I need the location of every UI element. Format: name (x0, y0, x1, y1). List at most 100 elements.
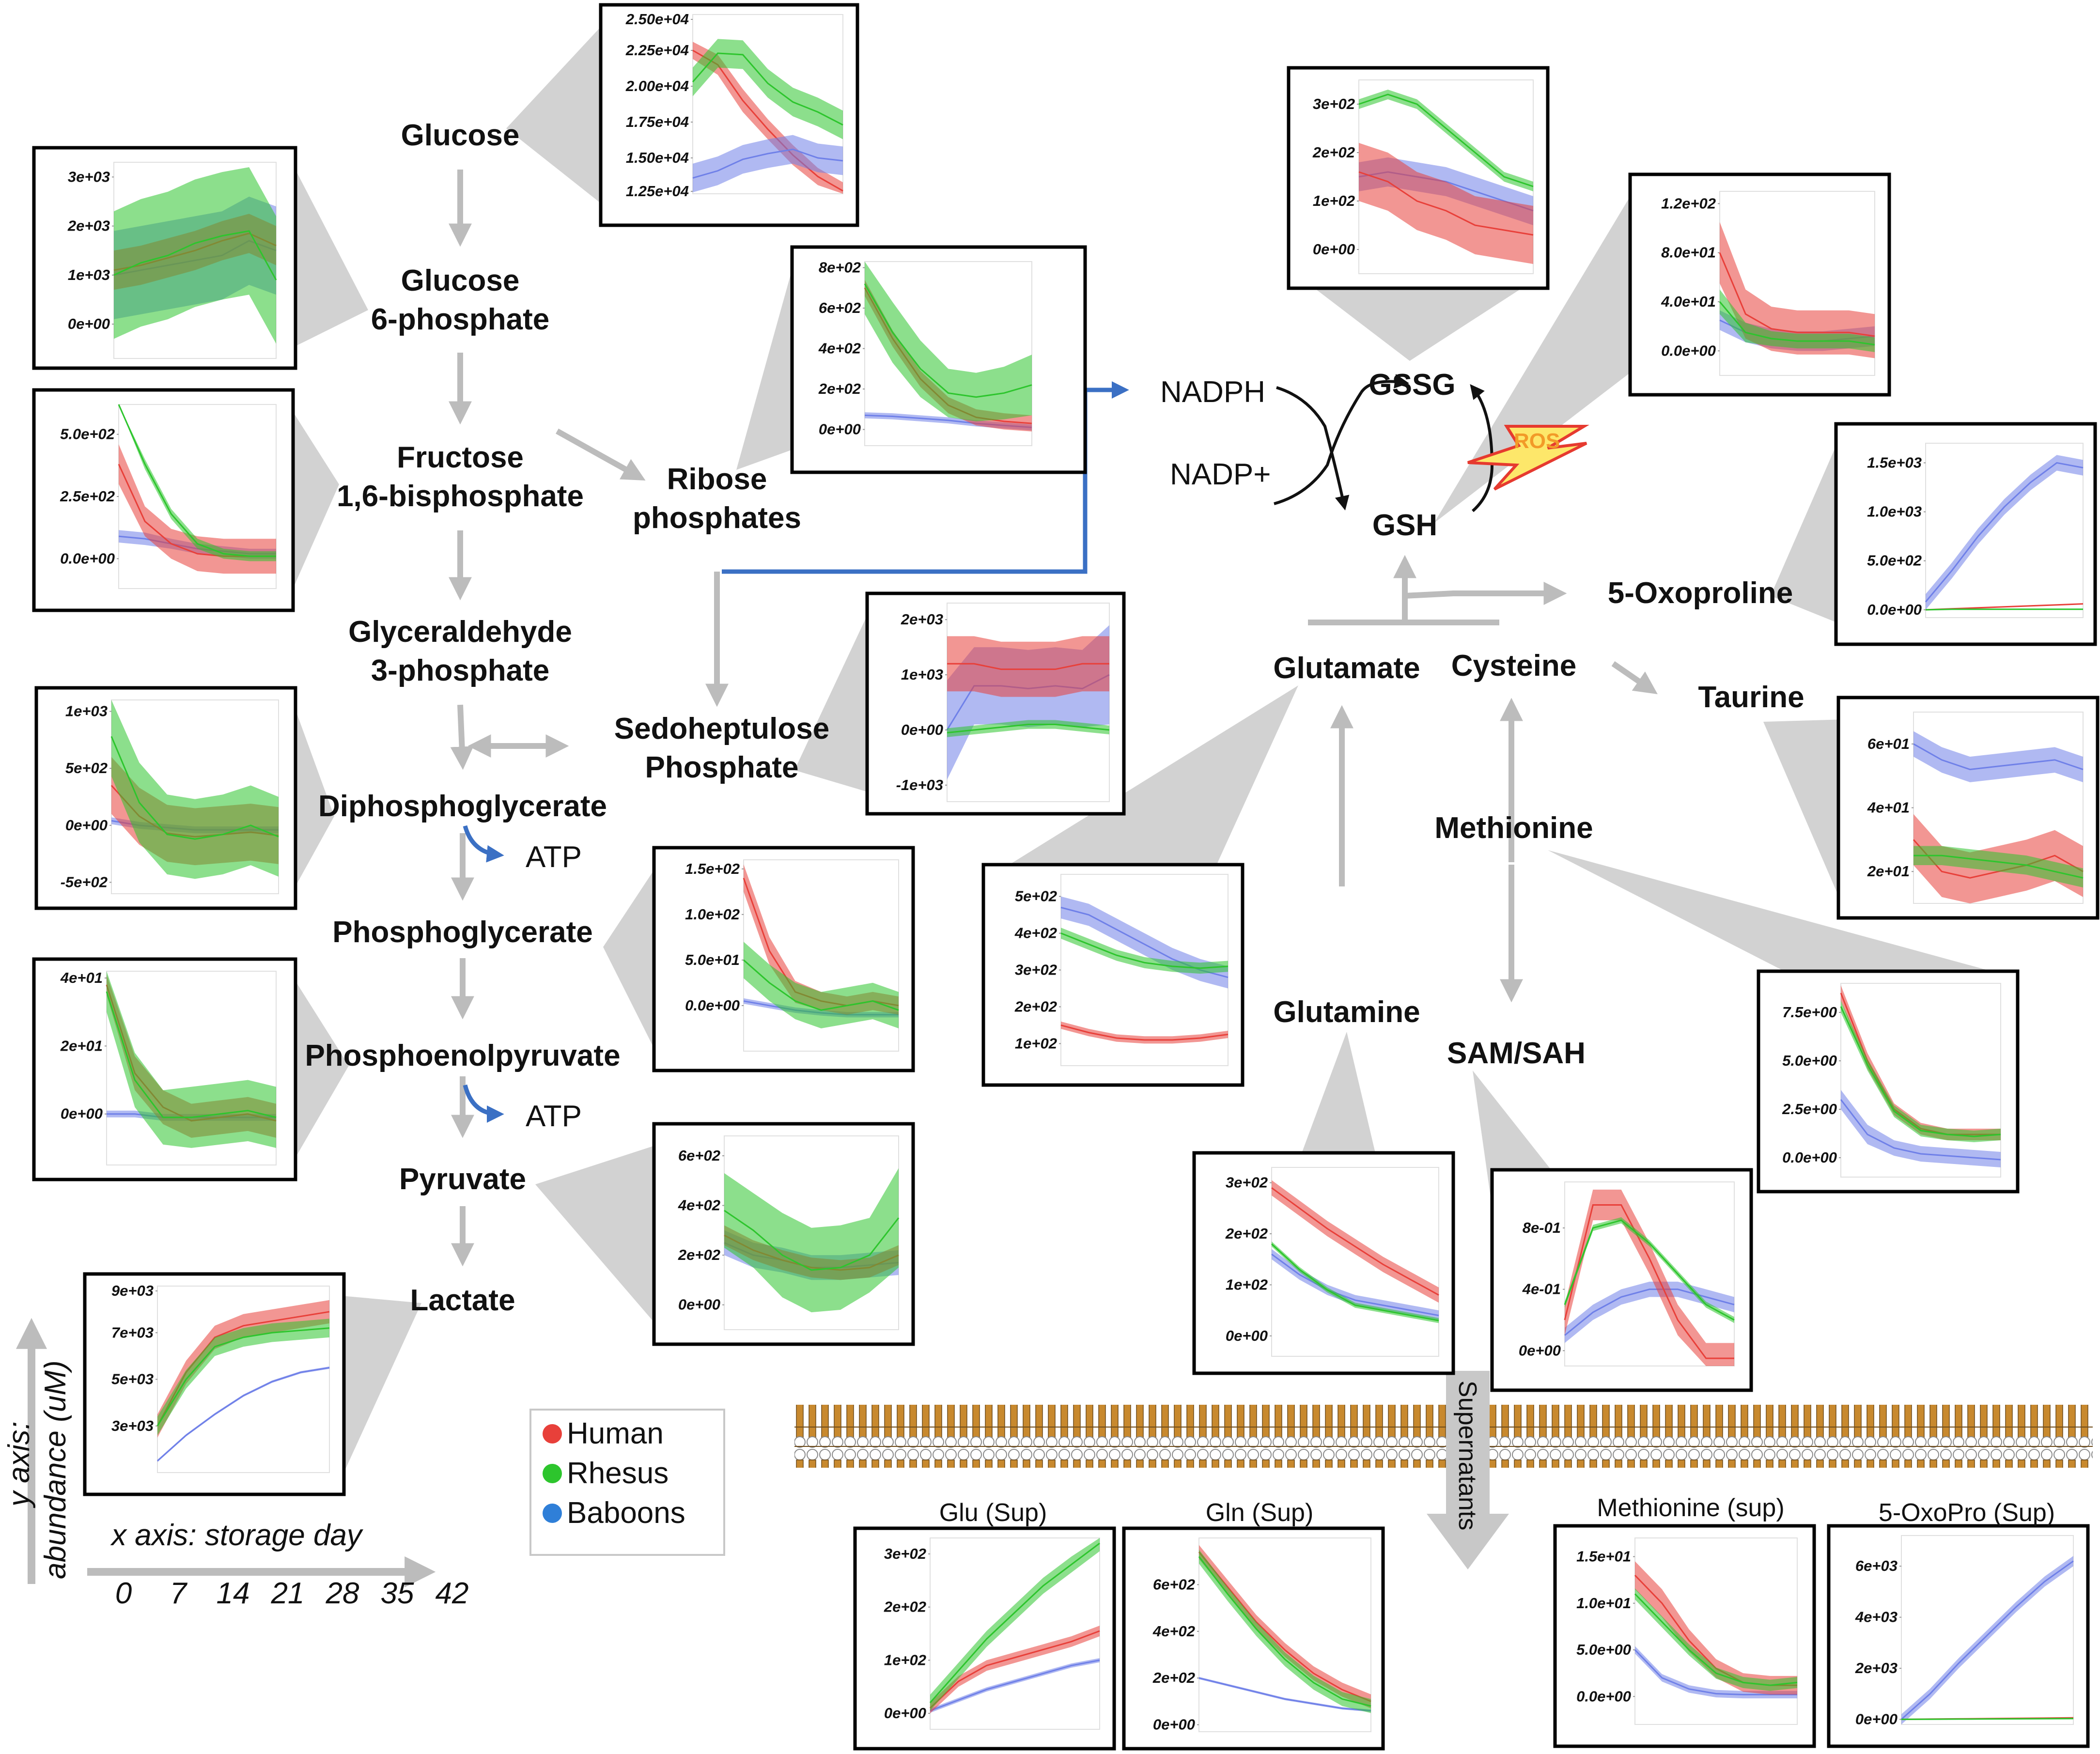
band-human (930, 1626, 1100, 1714)
cell-membrane (794, 1405, 2093, 1468)
band-baboons (1635, 1646, 1797, 1699)
y-caption-2: abundance (uM) (39, 1361, 72, 1580)
y-tick-label: 8e+02 (819, 259, 861, 276)
y-tick-label: 5.0e+01 (685, 951, 740, 968)
y-tick-label: 0e+00 (1226, 1327, 1268, 1344)
y-tick-label: 8.0e+01 (1661, 244, 1716, 261)
line-rhesus (1925, 608, 2083, 611)
axis-explanation: y axis: abundance (uM) x axis: storage d… (2, 1318, 469, 1610)
callout-wedge-gssg (1314, 288, 1522, 361)
legend-label: Rhesus (567, 1457, 669, 1490)
plot-area (1271, 1167, 1439, 1357)
callout-wedge-dpg (296, 710, 334, 886)
y-tick-label: 2e+02 (1152, 1669, 1195, 1686)
y-tick-label: 6e+02 (678, 1147, 720, 1164)
metabolite-labels: Glucose Glucose 6-phosphate Fructose 1,6… (305, 119, 1804, 1317)
band-rhesus (1565, 1217, 1734, 1323)
y-tick-label: 4e+02 (818, 340, 861, 357)
y-tick-label: 1e+03 (68, 266, 110, 283)
y-tick-label: 3e+03 (111, 1417, 154, 1434)
y-tick-label: 1e+02 (1226, 1276, 1268, 1293)
y-tick-label: 5e+02 (65, 760, 108, 776)
ros-label: ROS (1514, 429, 1560, 453)
chart-title-glu_sup: Glu (Sup) (939, 1499, 1047, 1527)
y-tick-label: 1.0e+03 (1867, 503, 1922, 520)
label-glutamine: Glutamine (1273, 995, 1420, 1029)
band-rhesus (1841, 1001, 2001, 1142)
y-tick-label: 2.5e+00 (1782, 1101, 1837, 1118)
y-tick-label: 5.0e+00 (1576, 1641, 1631, 1658)
callout-wedges (293, 27, 1992, 1473)
y-tick-label: 4e+02 (678, 1197, 720, 1214)
y-tick-label: 0.0e+00 (1576, 1688, 1631, 1705)
y-tick-label: 2e+02 (1225, 1225, 1268, 1242)
band-baboons (1901, 1556, 2073, 1724)
band-human (947, 636, 1109, 697)
y-tick-label: 1e+02 (884, 1651, 926, 1668)
supernatants-label: Supernatants (1453, 1381, 1481, 1530)
y-tick-label: 0e+00 (678, 1296, 720, 1313)
x-tick-label: 21 (271, 1577, 305, 1610)
band-human (1720, 222, 1875, 358)
band-rhesus (107, 971, 276, 1148)
y-tick-label: 5e+03 (111, 1371, 154, 1388)
y-tick-label: 3e+02 (1015, 962, 1057, 978)
band-rhesus (1635, 1588, 1797, 1691)
glycolysis-arrows (449, 170, 1658, 1267)
callout-wedge-pyruvate (535, 1146, 654, 1322)
callout-wedge-oxoproline (1771, 446, 1836, 622)
label-g6p-2: 6-phosphate (371, 303, 550, 336)
y-tick-label: 0e+00 (1519, 1342, 1561, 1359)
band-baboons (693, 135, 843, 193)
label-lactate: Lactate (410, 1284, 515, 1317)
y-tick-label: 0.0e+00 (1782, 1149, 1837, 1166)
y-tick-label: 4e+02 (1014, 925, 1057, 942)
band-human (1061, 1021, 1228, 1044)
label-ga3p-2: 3-phosphate (371, 654, 550, 687)
callout-wedge-pg (603, 870, 654, 1048)
chart-pg: 1.5e+021.0e+025.0e+010.0e+00 (652, 846, 915, 1072)
y-tick-label: 5.0e+02 (1867, 552, 1922, 569)
band-rhesus (1720, 289, 1875, 352)
y-tick-label: 1.2e+02 (1661, 195, 1716, 212)
band-baboons (1565, 1281, 1734, 1343)
x-tick-label: 42 (436, 1577, 469, 1610)
y-tick-label: 6e+03 (1855, 1557, 1898, 1574)
band-rhesus (114, 167, 276, 344)
y-tick-label: 4e+03 (1855, 1609, 1898, 1626)
label-gssg: GSSG (1369, 368, 1455, 402)
chart-title-gln_sup: Gln (Sup) (1206, 1499, 1314, 1527)
band-baboons (1926, 455, 2083, 610)
label-f16bp-2: 1,6-bisphosphate (337, 480, 584, 513)
callout-wedge-gsh (1434, 196, 1630, 523)
band-rhesus (1272, 1241, 1439, 1323)
band-rhesus (1061, 928, 1228, 974)
legend-label: Human (567, 1417, 664, 1450)
band-human (1199, 1545, 1371, 1708)
label-glucose: Glucose (401, 119, 520, 152)
y-tick-label: 2.5e+02 (60, 488, 115, 505)
blue-arrows (463, 381, 1129, 1123)
band-rhesus (1359, 90, 1533, 191)
y-tick-label: 6e+02 (819, 299, 861, 316)
supernatants-arrow: Supernatants (1427, 1371, 1509, 1569)
plot-area (1840, 983, 2001, 1178)
y-tick-label: -5e+02 (61, 873, 108, 890)
chart-panels: 2.50e+042.25e+042.00e+041.75e+041.50e+04… (32, 3, 2100, 1751)
y-tick-label: 1.75e+04 (626, 113, 689, 130)
y-tick-label: 1.5e+02 (685, 860, 740, 877)
y-tick-label: 1e+02 (1015, 1035, 1057, 1052)
y-tick-label: 0e+00 (884, 1705, 926, 1722)
y-tick-label: 0.0e+00 (1867, 601, 1922, 618)
callout-wedge-taurine (1763, 719, 1838, 896)
callout-wedge-f16bp (293, 412, 339, 589)
chart-title-met_sup: Methionine (sup) (1597, 1494, 1784, 1522)
